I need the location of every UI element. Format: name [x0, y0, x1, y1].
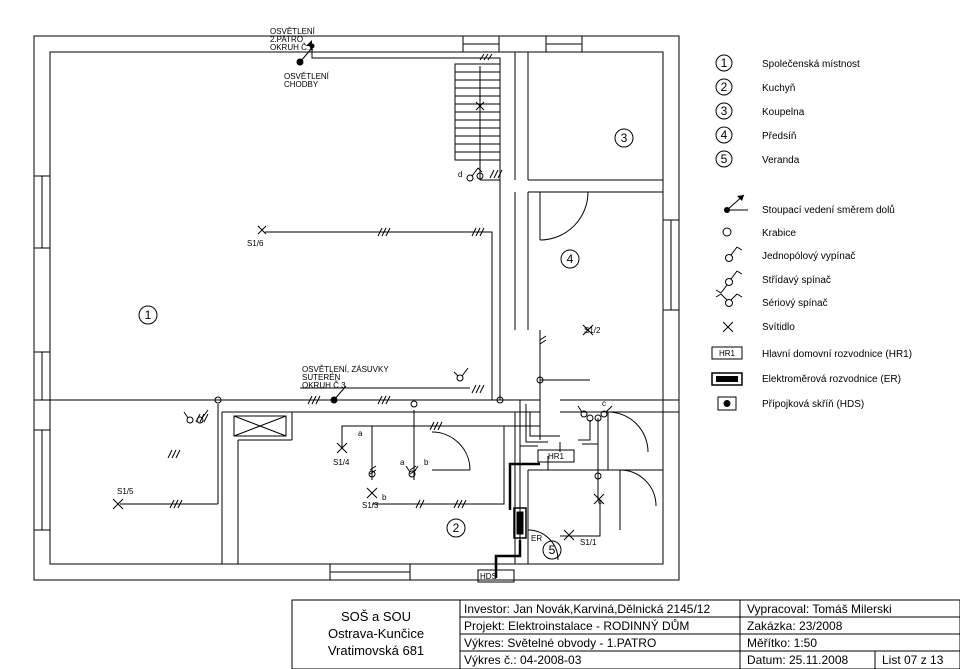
building-walls — [33, 35, 680, 581]
legend-room-1: 1 Společenská místnost — [715, 54, 860, 72]
legend-two-way-label: Střídavý spínač — [762, 275, 831, 286]
legend-hr1-label: Hlavní domovní rozvodnice (HR1) — [762, 349, 912, 360]
legend-er-label: Elektroměrová rozvodnice (ER) — [762, 374, 901, 385]
school-street: Vratimovská 681 — [328, 643, 424, 658]
riser-label-osv2: OSVĚTLENÍ 2.PATRO OKRUH Č.2 — [270, 27, 316, 52]
svg-text:2.PATRO: 2.PATRO — [270, 35, 303, 44]
school-name: SOŠ a SOU — [341, 609, 411, 624]
project-field: Projekt: Elektroinstalace - RODINNÝ DŮM — [464, 618, 689, 633]
room-number-2: 2 — [446, 518, 466, 538]
riser-label-suteren: OSVĚTLENÍ, ZÁSUVKY SUTERÉN OKRUH Č.3 — [302, 365, 389, 390]
date-field: Datum: 25.11.2008 — [747, 653, 849, 667]
svg-text:5: 5 — [549, 543, 556, 557]
room-number-1: 1 — [138, 305, 158, 325]
circuit-s15: S1/5 — [117, 487, 134, 496]
svg-text:CHODBY: CHODBY — [284, 80, 319, 89]
order-field: Zakázka: 23/2008 — [747, 619, 843, 633]
main-feeder-line — [508, 462, 540, 510]
riser-symbols — [299, 47, 347, 401]
switch-label-b2: b — [382, 493, 387, 502]
wire-count-ticks — [167, 53, 547, 509]
legend-riser-label: Stoupací vedení směrem dolů — [762, 204, 895, 216]
investor-field: Investor: Jan Novák,Karviná,Dělnická 214… — [464, 602, 710, 616]
legend: 1 Společenská místnost 2 Kuchyň 3 Koupel… — [711, 54, 912, 411]
room-number-4: 4 — [560, 249, 580, 269]
hr1-label: HR1 — [548, 452, 565, 461]
svg-text:4: 4 — [567, 252, 574, 266]
service-box-icon — [717, 396, 737, 411]
hds-label: HDS — [480, 572, 497, 581]
switch-label-a2: a — [400, 458, 405, 467]
switch-label-c: c — [602, 399, 606, 408]
circuit-s13: S1/3 — [362, 501, 379, 510]
two-way-switch-icon — [715, 270, 743, 294]
legend-room-4: 4 Předsíň — [715, 126, 796, 144]
legend-junction-label: Krabice — [762, 228, 796, 239]
svg-text:OKRUH Č.2: OKRUH Č.2 — [270, 43, 314, 52]
single-pole-switch-icon — [725, 246, 743, 262]
drawing-field: Výkres: Světelné obvody - 1.PATRO — [464, 636, 656, 650]
room-number-3: 3 — [614, 128, 634, 148]
legend-series-label: Sériový spínač — [762, 298, 828, 309]
svg-text:4: 4 — [721, 128, 728, 142]
series-switch-icon — [715, 293, 743, 307]
legend-luminaire-label: Svítidlo — [762, 322, 795, 333]
switch-label-b: b — [424, 458, 429, 467]
wiring-lines — [120, 46, 601, 550]
room-number-5: 5 — [542, 540, 562, 560]
luminaire-symbols — [112, 101, 605, 541]
svg-text:3: 3 — [621, 131, 628, 145]
school-city: Ostrava-Kunčice — [328, 626, 424, 641]
svg-text:3: 3 — [721, 104, 728, 118]
svg-text:SUTERÉN: SUTERÉN — [302, 373, 340, 382]
switch-label-c2: c — [598, 497, 602, 506]
drawing-number-field: Výkres č.: 04-2008-03 — [464, 653, 582, 667]
circuit-s14: S1/4 — [333, 458, 350, 467]
main-distribution-board-icon: HR1 — [711, 346, 743, 360]
er-label: ER — [531, 534, 542, 543]
meter-board-icon — [711, 372, 743, 386]
hds-box — [477, 569, 515, 583]
svg-text:OKRUH Č.3: OKRUH Č.3 — [302, 381, 346, 390]
svg-text:2: 2 — [453, 521, 460, 535]
legend-room-3: 3 Koupelna — [715, 102, 805, 120]
riser-arrow-icon — [724, 194, 748, 213]
svg-text:5: 5 — [721, 152, 728, 166]
svg-text:Předsíň: Předsíň — [762, 131, 796, 142]
svg-text:1: 1 — [721, 56, 728, 70]
sheet-field: List 07 z 13 — [882, 653, 944, 667]
legend-hds-label: Přípojková skříň (HDS) — [762, 399, 864, 410]
title-block: SOŠ a SOU Ostrava-Kunčice Vratimovská 68… — [291, 599, 960, 669]
svg-text:HR1: HR1 — [719, 349, 736, 358]
circuit-s11: S1/1 — [580, 538, 597, 547]
legend-single-pole-label: Jednopólový vypínač — [762, 251, 855, 262]
circuit-s12: S1/2 — [584, 326, 601, 335]
switch-symbols — [183, 167, 613, 478]
switch-label-a: a — [358, 429, 363, 438]
er-board — [513, 507, 527, 539]
junction-box-icon — [722, 227, 732, 237]
feeder-to-hds — [494, 540, 522, 578]
scale-field: Měřítko: 1:50 — [747, 636, 817, 650]
svg-text:Společenská místnost: Společenská místnost — [762, 59, 860, 70]
circuit-s16: S1/6 — [247, 239, 264, 248]
svg-text:Kuchyň: Kuchyň — [762, 83, 795, 94]
svg-text:2: 2 — [721, 80, 728, 94]
svg-text:Veranda: Veranda — [762, 155, 800, 166]
junction-boxes — [214, 172, 602, 480]
svg-text:OSVĚTLENÍ: OSVĚTLENÍ — [284, 72, 330, 81]
svg-text:OSVĚTLENÍ, ZÁSUVKY: OSVĚTLENÍ, ZÁSUVKY — [302, 365, 389, 374]
legend-room-5: 5 Veranda — [715, 150, 800, 168]
switch-label-d: d — [458, 170, 462, 179]
riser-label-chodby: OSVĚTLENÍ CHODBY — [284, 72, 330, 89]
author-field: Vypracoval: Tomáš Milerski — [747, 602, 892, 616]
luminaire-icon — [722, 321, 734, 333]
svg-text:OSVĚTLENÍ: OSVĚTLENÍ — [270, 27, 316, 36]
svg-text:1: 1 — [145, 308, 152, 322]
svg-text:Koupelna: Koupelna — [762, 107, 805, 118]
hr1-board — [537, 449, 575, 463]
legend-room-2: 2 Kuchyň — [715, 78, 795, 96]
